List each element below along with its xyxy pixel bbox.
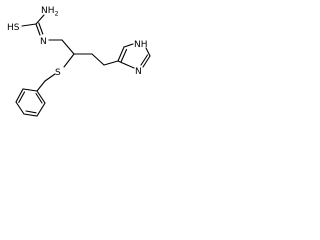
imidazole-bond-n-c4 [117, 60, 135, 69]
imidazole-bond-c4-c5 [117, 46, 125, 62]
bond-ch2-ch [61, 39, 75, 55]
imidazole-double-c2-n [140, 54, 149, 66]
bond-ch2-ch2 [91, 53, 105, 66]
thiol-label: HS [7, 23, 20, 33]
bond-ch2-ring [103, 60, 119, 66]
imidazole-bond-c5-nh [123, 43, 134, 48]
bond-ch2-phenyl [36, 80, 46, 92]
benzene-ring [15, 88, 46, 117]
benzyl-group [15, 73, 56, 117]
bond-ch-s [63, 53, 75, 68]
imidazole-double-c4-c5 [120, 48, 128, 63]
imidazole-nh-label: NH [134, 40, 148, 50]
bond-c-n-double-a [35, 23, 41, 36]
thioamide-group [21, 14, 63, 41]
bond-c-sh [21, 23, 37, 27]
amine-label: NH2 [41, 6, 59, 18]
alkyl-chain [61, 39, 119, 68]
bond-c-n-double-b [38, 22, 44, 35]
thioether-sulfur-label: S [55, 68, 61, 78]
benzene-double-2 [25, 110, 37, 114]
imidazole-bond-nh-c2 [145, 47, 151, 57]
imine-nitrogen-label: N [40, 37, 47, 47]
benzene-double-3 [35, 92, 43, 104]
imidazole-bond-c2-n [142, 55, 151, 68]
benzene-double-1 [18, 91, 26, 103]
imidazole-n-label: N [135, 67, 142, 77]
chemical-structure: NH2 HS N S NH N [7, 6, 151, 117]
imidazole-ring [117, 43, 151, 69]
bond-s-ch2 [44, 73, 56, 82]
bond-c-nh2 [35, 14, 45, 25]
